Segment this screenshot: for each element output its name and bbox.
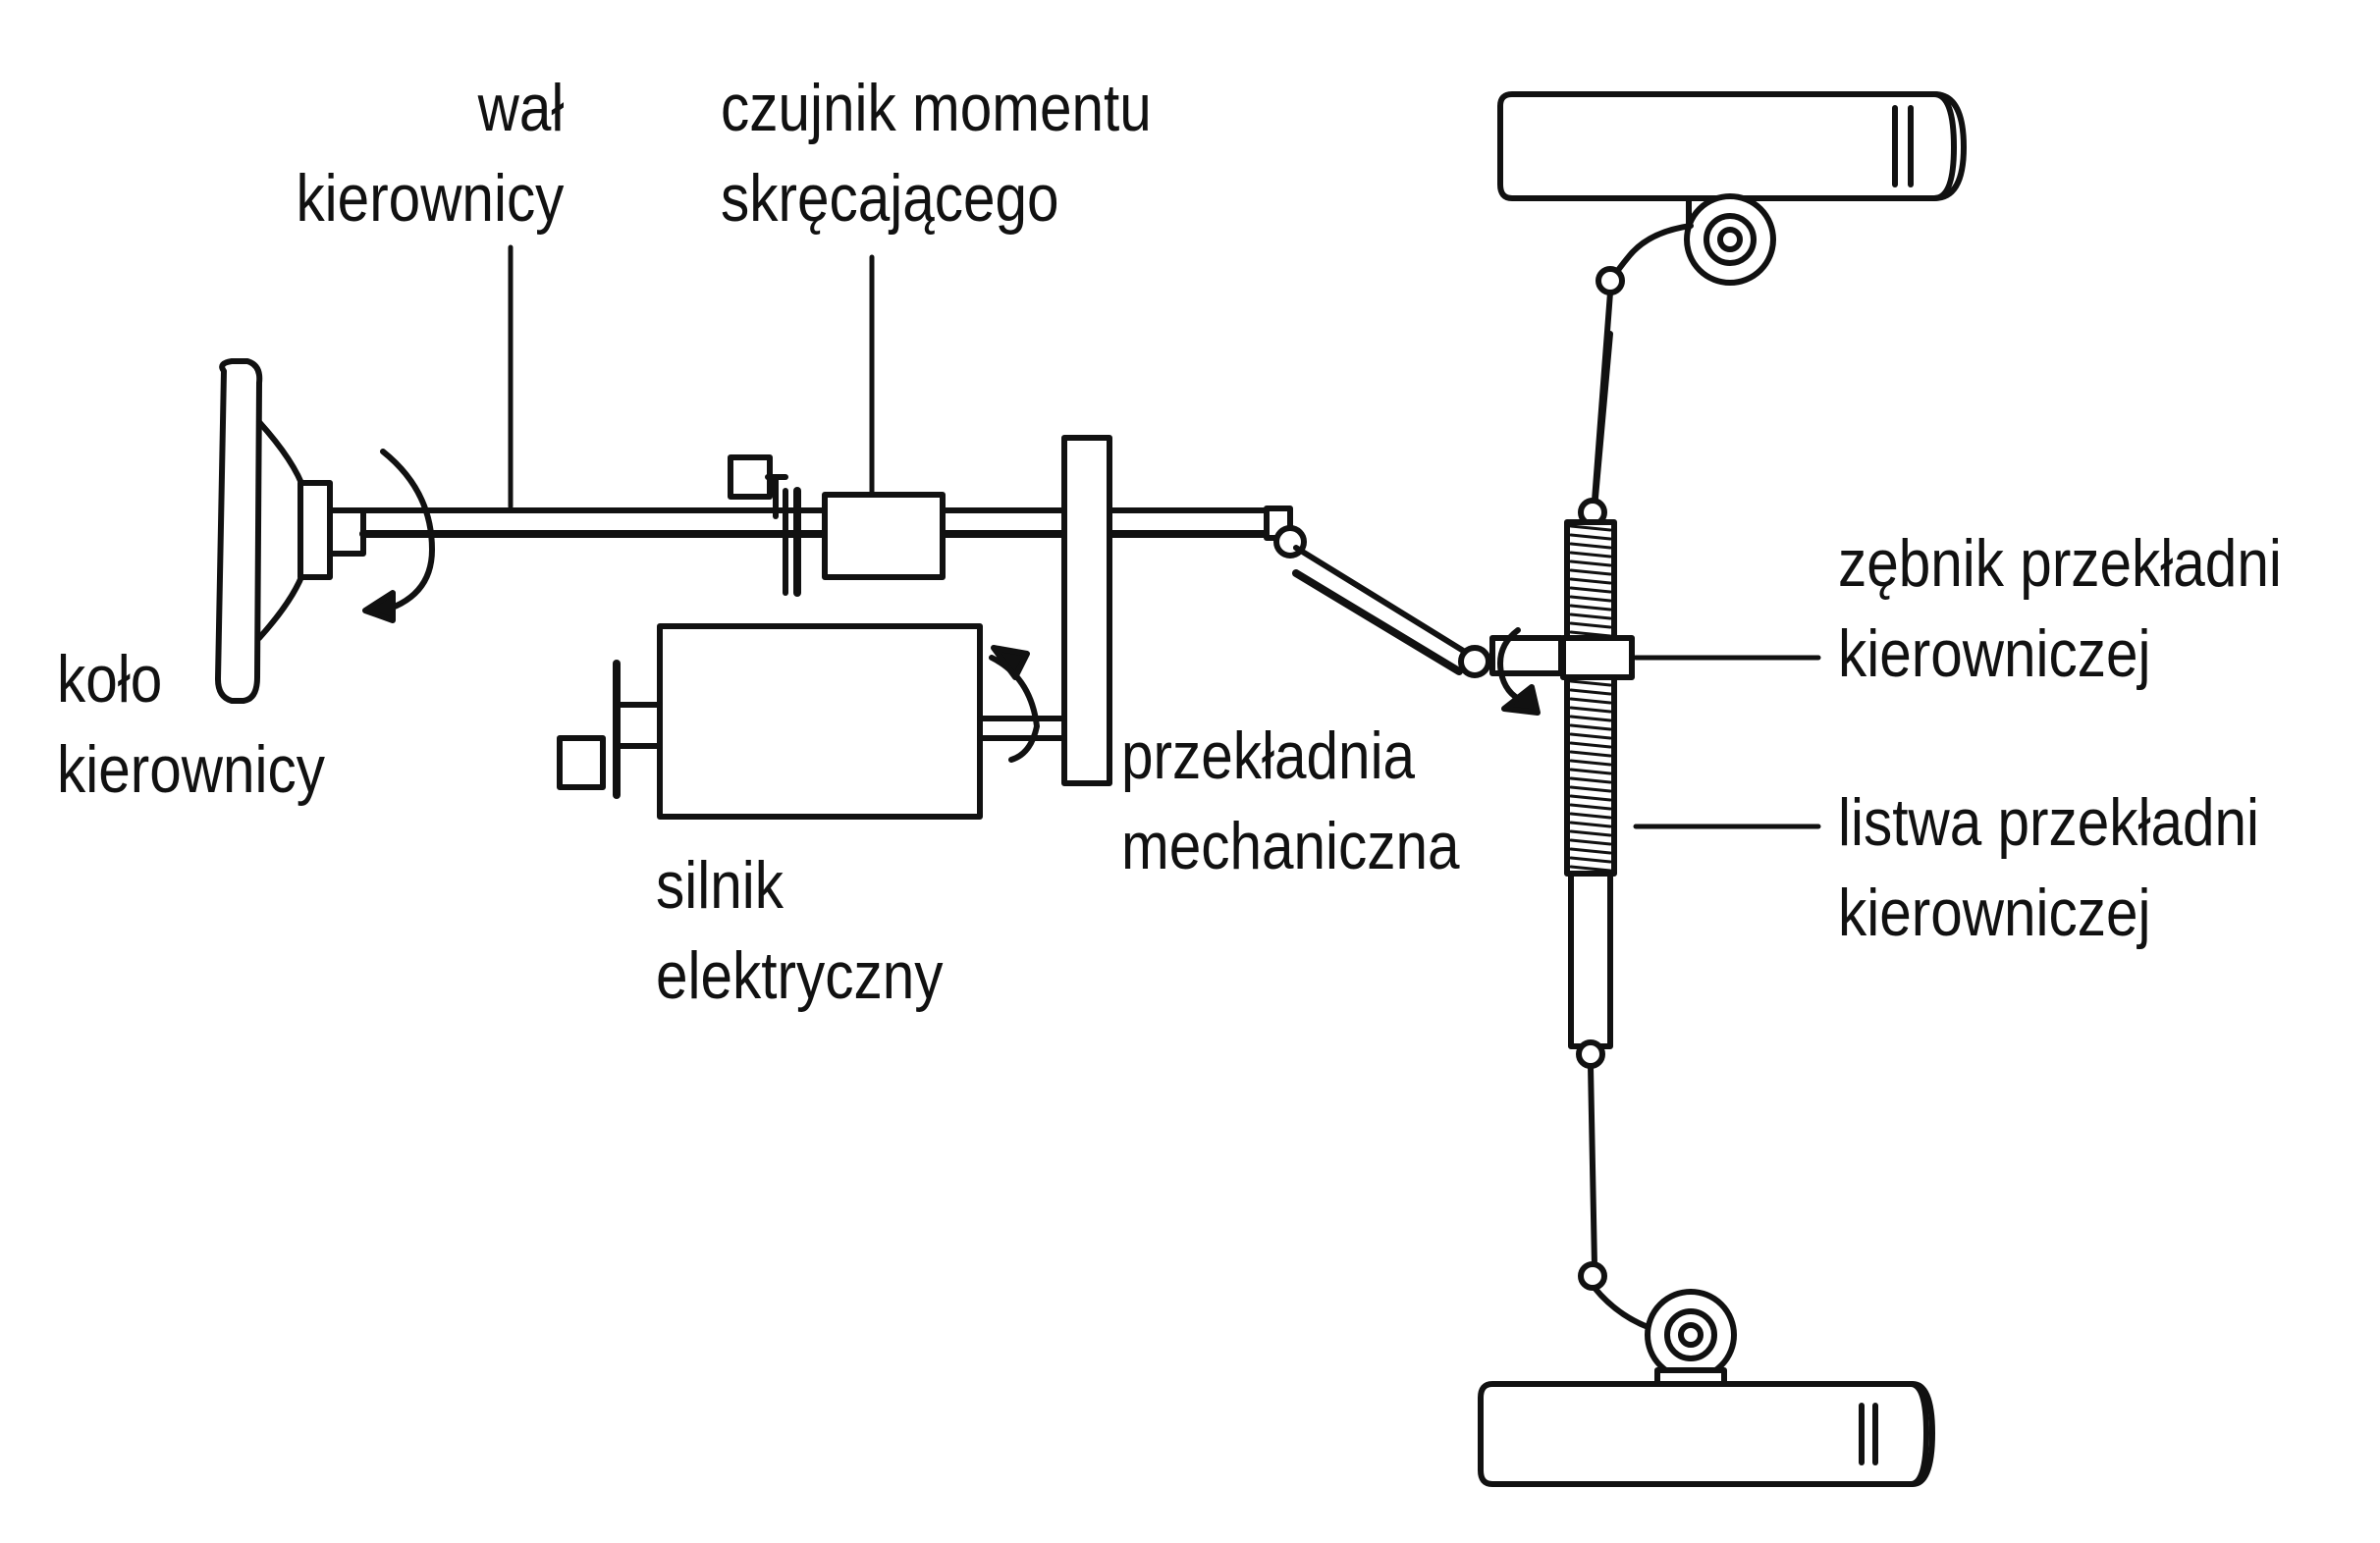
label-electric-motor-line2: elektryczny xyxy=(656,938,944,1013)
lower-wheel xyxy=(1481,1264,1932,1484)
label-mechanical-gear: przekładnia mechaniczna xyxy=(1121,711,1460,891)
rack-tooth xyxy=(1571,725,1610,729)
rack-tooth xyxy=(1571,597,1610,601)
upper-wheel xyxy=(1500,94,1964,501)
rack-tooth xyxy=(1571,553,1610,557)
label-shaft-line1: wał xyxy=(477,71,564,145)
intermediate-shaft xyxy=(1296,548,1561,713)
rack-tooth xyxy=(1571,579,1610,583)
torque-sensor xyxy=(730,457,943,593)
label-torque-sensor: czujnik momentu skręcającego xyxy=(721,63,1152,243)
rack-tooth xyxy=(1571,770,1610,773)
rack-tooth xyxy=(1571,867,1610,871)
rack-tooth xyxy=(1571,778,1610,782)
rack-tooth xyxy=(1571,708,1610,712)
label-electric-motor: silnik elektryczny xyxy=(656,840,943,1021)
label-rack-line2: kierowniczej xyxy=(1838,876,2151,950)
label-rack: listwa przekładni kierowniczej xyxy=(1838,777,2259,958)
rack-tooth xyxy=(1571,561,1610,565)
label-steering-wheel-line2: kierownicy xyxy=(57,732,325,807)
rack-tooth xyxy=(1571,858,1610,862)
rack-tooth xyxy=(1571,823,1610,826)
rack-tooth xyxy=(1571,743,1610,747)
rack-tooth xyxy=(1571,614,1610,618)
rack-tooth xyxy=(1571,849,1610,853)
rack-tooth xyxy=(1571,632,1610,636)
label-torque-sensor-line1: czujnik momentu xyxy=(721,71,1152,145)
rack-tooth xyxy=(1571,840,1610,844)
label-steering-wheel-line1: koło xyxy=(57,642,163,717)
label-steering-wheel: koło kierownicy xyxy=(57,634,325,815)
steering-shaft xyxy=(363,508,1304,556)
rack-tooth xyxy=(1571,814,1610,818)
rack-tooth xyxy=(1571,690,1610,694)
mechanical-gear-plate xyxy=(1064,438,1109,783)
label-pinion: zębnik przekładni kierowniczej xyxy=(1838,518,2282,699)
label-shaft-line2: kierownicy xyxy=(296,161,564,236)
rack-tooth xyxy=(1571,699,1610,703)
rack-tooth xyxy=(1571,787,1610,791)
label-rack-line1: listwa przekładni xyxy=(1838,785,2260,860)
rack-tooth xyxy=(1571,623,1610,627)
label-mechanical-gear-line1: przekładnia xyxy=(1121,718,1416,793)
label-pinion-line1: zębnik przekładni xyxy=(1838,526,2282,601)
steering-wheel xyxy=(218,361,432,701)
rack-tooth xyxy=(1571,752,1610,756)
electric-motor xyxy=(560,626,1064,817)
rack-tooth xyxy=(1571,681,1610,685)
label-steering-shaft: wał kierownicy xyxy=(296,63,564,243)
label-torque-sensor-line2: skręcającego xyxy=(721,161,1059,236)
rack-tooth xyxy=(1571,570,1610,574)
rack-tooth xyxy=(1571,717,1610,720)
rack-tooth xyxy=(1571,588,1610,592)
rack-tooth xyxy=(1571,831,1610,835)
rack-tooth xyxy=(1571,535,1610,539)
rack-tooth xyxy=(1571,526,1610,530)
rack-teeth xyxy=(1571,526,1610,871)
rack-tooth xyxy=(1571,544,1610,548)
label-mechanical-gear-line2: mechaniczna xyxy=(1121,809,1460,883)
leader-lines xyxy=(511,247,1818,826)
rack-tooth xyxy=(1571,796,1610,800)
rack-tooth xyxy=(1571,805,1610,809)
rack-tooth xyxy=(1571,606,1610,610)
label-pinion-line2: kierowniczej xyxy=(1838,616,2151,691)
rack-tooth xyxy=(1571,734,1610,738)
label-electric-motor-line1: silnik xyxy=(656,848,784,923)
rack-tooth xyxy=(1571,761,1610,765)
